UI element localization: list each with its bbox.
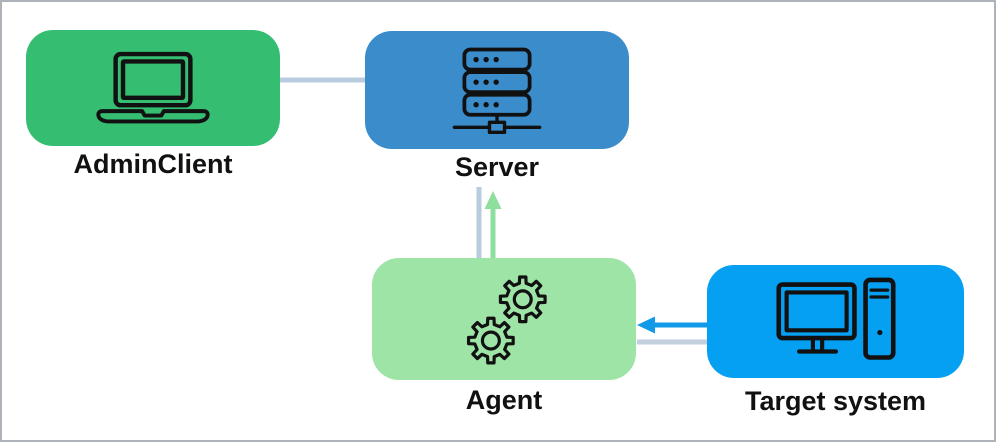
gears-icon	[466, 275, 547, 365]
target-system-label: Target system	[744, 386, 927, 416]
desktop-computer-icon	[775, 277, 896, 360]
server-rack-icon	[452, 47, 542, 134]
arrowhead-up-icon	[484, 191, 502, 209]
gear-top-right	[498, 275, 547, 324]
laptop-icon	[96, 51, 210, 123]
target-system-box	[707, 265, 964, 378]
server-box	[365, 31, 629, 149]
connector-agent-to-server-arrow	[484, 191, 502, 259]
connector-target-to-agent-arrow	[637, 316, 708, 334]
admin-client-box	[26, 30, 280, 146]
agent-box	[372, 258, 636, 380]
agent-label: Agent	[465, 385, 543, 415]
admin-client-label: AdminClient	[73, 149, 233, 179]
server-led-dots	[473, 56, 499, 107]
gear-bottom-left	[466, 316, 515, 365]
server-label: Server	[454, 152, 540, 182]
arrowhead-left-icon	[637, 316, 655, 334]
